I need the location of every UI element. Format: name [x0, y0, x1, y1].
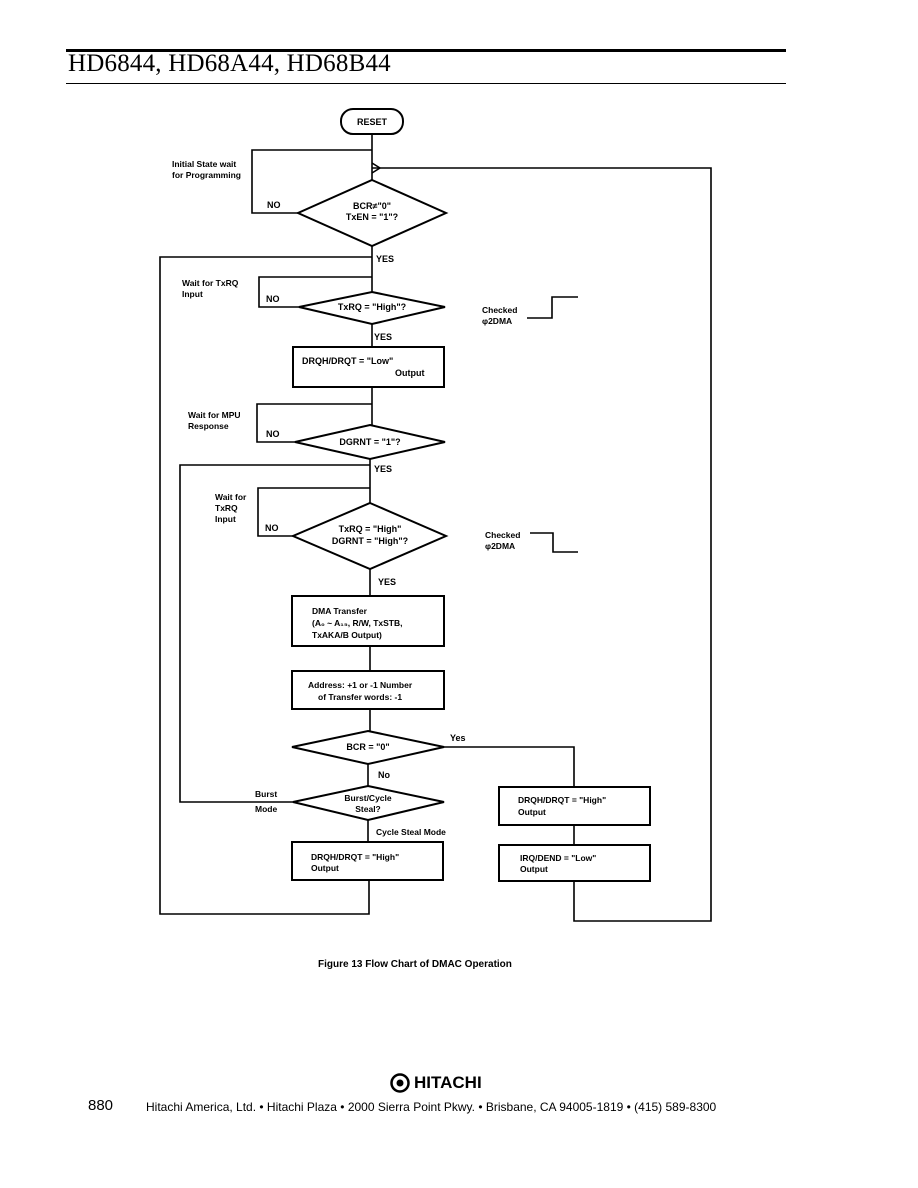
- d4-line2: DGRNT = "High"?: [332, 536, 408, 546]
- d5-yes-label: Yes: [450, 733, 466, 743]
- d3-yes-label: YES: [374, 464, 392, 474]
- brand-name: HITACHI: [414, 1073, 482, 1092]
- box-addr-line2: of Transfer words: -1: [318, 692, 402, 702]
- checked1-line2: φ2DMA: [482, 316, 512, 326]
- d3-text: DGRNT = "1"?: [339, 437, 400, 447]
- box-dma-line3: TxAKA/B Output): [312, 630, 382, 640]
- wait-txrq2-line3: Input: [215, 514, 236, 524]
- box-drqh-high-left: [291, 841, 444, 881]
- figure-caption: Figure 13 Flow Chart of DMAC Operation: [318, 959, 512, 970]
- d1-line2: TxEN = "1"?: [346, 212, 398, 222]
- arrowhead: [371, 162, 381, 174]
- burst-mode-loop: [179, 464, 370, 803]
- wait-txrq2-line1: Wait for: [215, 492, 247, 502]
- hitachi-logo: HITACHI: [390, 1073, 482, 1093]
- d5-no-label: No: [378, 770, 390, 780]
- d6-line2: Steal?: [355, 804, 381, 814]
- reset-label: RESET: [357, 117, 388, 127]
- page-number: 880: [88, 1097, 114, 1114]
- box-address: [291, 670, 445, 710]
- d2-text: TxRQ = "High"?: [338, 302, 406, 312]
- box-drqh-high-right: [498, 786, 651, 826]
- page-title: HD6844, HD68A44, HD68B44: [68, 50, 391, 77]
- box-irq-dend: [498, 844, 651, 882]
- wait-txrq-line2: Input: [182, 289, 203, 299]
- phi2dma-waveform-2: [530, 532, 578, 553]
- box-drqh-low-line2: Output: [395, 368, 425, 378]
- box-drqh-high-right-line2: Output: [518, 807, 546, 817]
- d5-yes-connector: [444, 746, 575, 787]
- d6-line1: Burst/Cycle: [344, 793, 392, 803]
- burst-mode-line2: Mode: [255, 804, 277, 814]
- d1-line1: BCR≠"0": [353, 201, 391, 211]
- checked1-line1: Checked: [482, 305, 517, 315]
- return-loop-connector: [372, 167, 712, 922]
- box-dma-transfer: [291, 595, 445, 647]
- box-drqh-low: [292, 346, 445, 388]
- box-drqh-low-line1: DRQH/DRQT = "Low": [302, 356, 393, 366]
- d2-yes-label: YES: [374, 332, 392, 342]
- cycle-steal-label: Cycle Steal Mode: [376, 827, 446, 837]
- d1-no-loop: [251, 149, 372, 214]
- box-irq-line1: IRQ/DEND = "Low": [520, 853, 596, 863]
- header-bottom-rule: [66, 83, 786, 84]
- box-dma-line1: DMA Transfer: [312, 606, 368, 616]
- d4-no-label: NO: [265, 523, 279, 533]
- d4-line1: TxRQ = "High": [339, 524, 402, 534]
- d4-no-loop: [257, 487, 370, 537]
- burst-mode-line1: Burst: [255, 789, 277, 799]
- d2-no-label: NO: [266, 294, 280, 304]
- d5-text: BCR = "0": [346, 742, 389, 752]
- hitachi-emblem-icon: [390, 1073, 410, 1093]
- wait-mpu-line1: Wait for MPU: [188, 410, 241, 420]
- checked2-line2: φ2DMA: [485, 541, 515, 551]
- box-drqh-high-left-line1: DRQH/DRQT = "High": [311, 852, 399, 862]
- phi2dma-waveform-1: [527, 296, 578, 319]
- checked2-line1: Checked: [485, 530, 520, 540]
- header-top-rule: [66, 49, 786, 52]
- box-irq-line2: Output: [520, 864, 548, 874]
- box-addr-line1: Address: +1 or -1 Number: [308, 680, 413, 690]
- d4-yes-label: YES: [378, 577, 396, 587]
- d1-no-label: NO: [267, 200, 281, 210]
- initial-wait-line1: Initial State wait: [172, 159, 236, 169]
- outer-loop-connector: [159, 256, 372, 915]
- wait-txrq2-line2: TxRQ: [215, 503, 238, 513]
- initial-wait-line2: for Programming: [172, 170, 241, 180]
- decision-burst-cycle: [292, 784, 445, 822]
- address-line: Hitachi America, Ltd. • Hitachi Plaza • …: [146, 1100, 717, 1114]
- wait-txrq-line1: Wait for TxRQ: [182, 278, 239, 288]
- d2-no-loop: [258, 276, 372, 308]
- box-drqh-high-right-line1: DRQH/DRQT = "High": [518, 795, 606, 805]
- d3-no-label: NO: [266, 429, 280, 439]
- box-drqh-high-left-line2: Output: [311, 863, 339, 873]
- wait-mpu-line2: Response: [188, 421, 229, 431]
- d1-yes-label: YES: [376, 254, 394, 264]
- box-dma-line2: (A₀ ~ A₁₅, R/W, TxSTB,: [312, 618, 403, 628]
- d3-no-loop: [256, 403, 372, 443]
